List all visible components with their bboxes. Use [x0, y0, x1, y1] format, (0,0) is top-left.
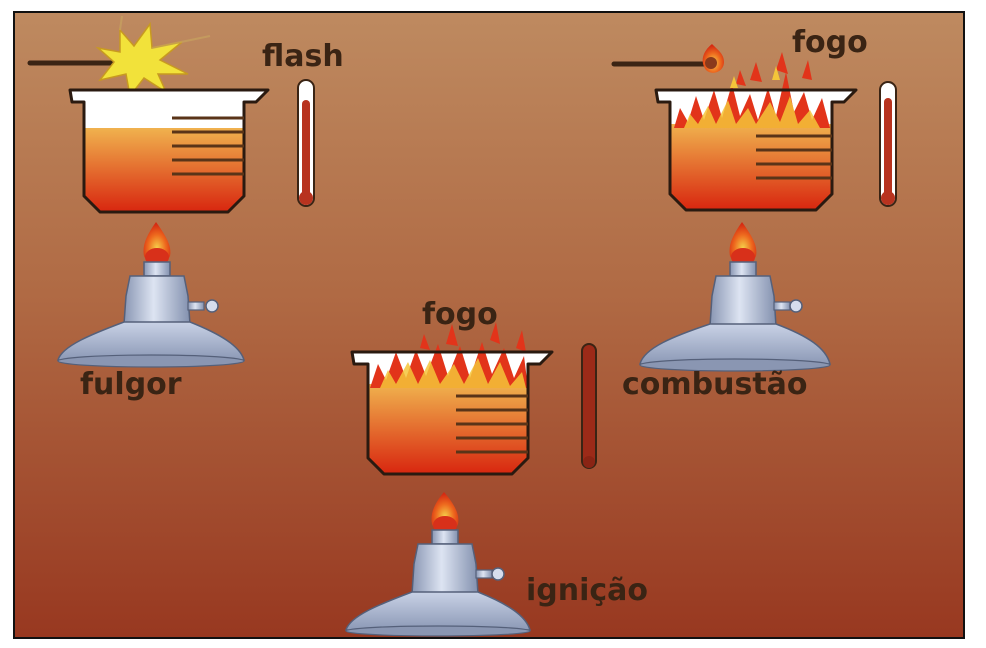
thermometer-icon [581, 343, 597, 469]
beaker-icon [68, 88, 270, 214]
bunsen-burner-icon [345, 529, 531, 637]
combustao-setup [611, 44, 897, 372]
match-flame-icon [702, 44, 724, 73]
label-flash: flash [262, 39, 344, 74]
ignicao-setup [345, 322, 597, 637]
beaker-icon [350, 322, 554, 476]
fire-flames-icon [370, 322, 528, 388]
bunsen-burner-icon [639, 261, 831, 372]
thermometer-icon [297, 79, 315, 207]
bunsen-burner-icon [57, 261, 245, 368]
label-ignicao: ignição [526, 573, 648, 608]
label-fogo-top: fogo [792, 25, 868, 60]
label-fogo-center: fogo [422, 297, 498, 332]
label-fulgor: fulgor [80, 367, 182, 402]
label-combustao: combustão [622, 367, 808, 402]
fulgor-setup [27, 15, 315, 368]
thermometer-icon [879, 81, 897, 207]
fire-flames-icon [674, 52, 830, 128]
beaker-icon [654, 52, 858, 212]
